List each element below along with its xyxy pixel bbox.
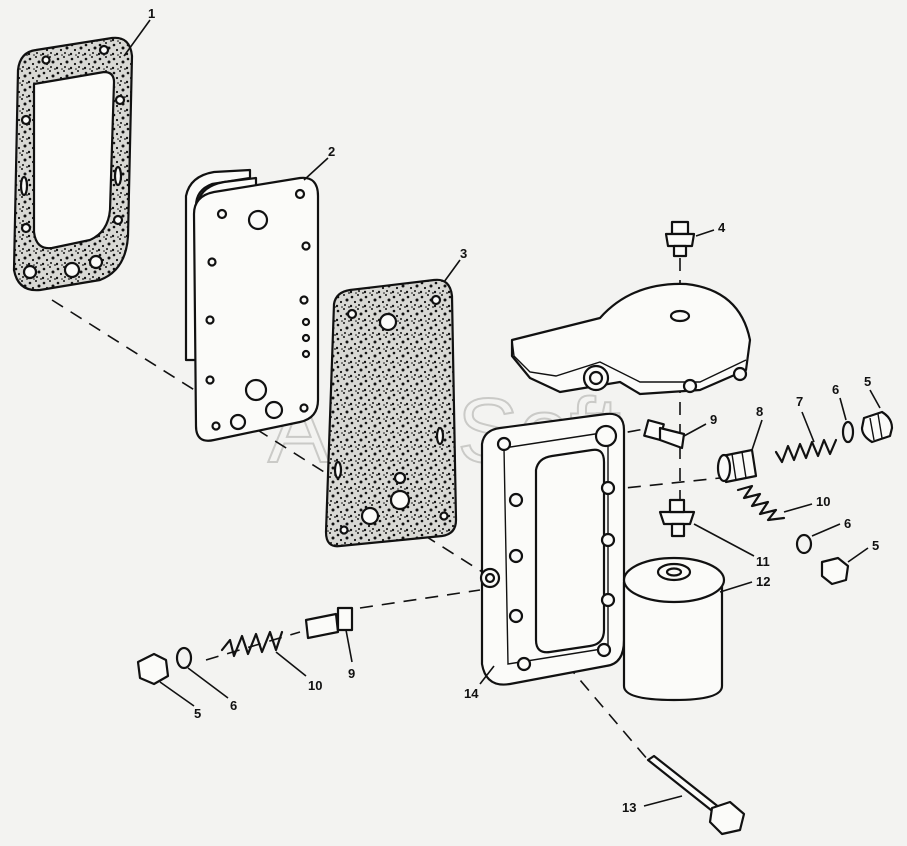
part-3-gasket	[324, 278, 458, 548]
part-8-bushing	[716, 448, 758, 484]
part-5-plug-right	[820, 556, 850, 586]
callout-9-upper: 9	[710, 412, 717, 427]
leader-lines	[123, 19, 881, 807]
part-14-cooler-housing	[479, 282, 752, 686]
part-6-washer-upper	[841, 420, 855, 444]
part-9-valve-lower	[304, 606, 354, 640]
part-9-valve-upper	[643, 419, 686, 450]
part-5-plug-lower	[136, 652, 170, 686]
callout-1: 1	[148, 6, 155, 21]
callout-13: 13	[622, 800, 636, 815]
callout-11: 11	[756, 554, 770, 569]
part-11-adapter	[658, 498, 696, 538]
part-4-plug	[664, 220, 696, 258]
callout-3: 3	[460, 246, 467, 261]
callout-2: 2	[328, 144, 335, 159]
callout-6-upper: 6	[832, 382, 839, 397]
part-2-oil-cooler-core	[184, 168, 320, 442]
part-10-spring-right	[736, 484, 786, 522]
part-1-gasket	[12, 36, 134, 292]
callout-4: 4	[718, 220, 726, 235]
callout-7: 7	[796, 394, 803, 409]
part-13-bolt	[646, 754, 746, 836]
callout-5-upper: 5	[864, 374, 871, 389]
callout-5-lower: 5	[194, 706, 201, 721]
callout-9-lower: 9	[348, 666, 355, 681]
part-7-spring	[774, 438, 838, 464]
callout-10-right: 10	[816, 494, 830, 509]
callout-10-lower: 10	[308, 678, 322, 693]
part-12-oil-filter	[622, 556, 726, 702]
callout-6-right: 6	[844, 516, 851, 531]
callout-labels: 1 2 3 4 5 6 7 8 9 10 6 5 11 12 14 10 9 6…	[148, 6, 879, 815]
callout-12: 12	[756, 574, 770, 589]
callout-6-lower: 6	[230, 698, 237, 713]
callout-5-right: 5	[872, 538, 879, 553]
callout-14: 14	[464, 686, 479, 701]
part-5-plug-upper	[860, 410, 894, 444]
part-10-spring-lower	[220, 630, 284, 658]
part-6-washer-right	[795, 533, 813, 555]
callout-8: 8	[756, 404, 763, 419]
part-6-washer-lower	[175, 646, 193, 670]
